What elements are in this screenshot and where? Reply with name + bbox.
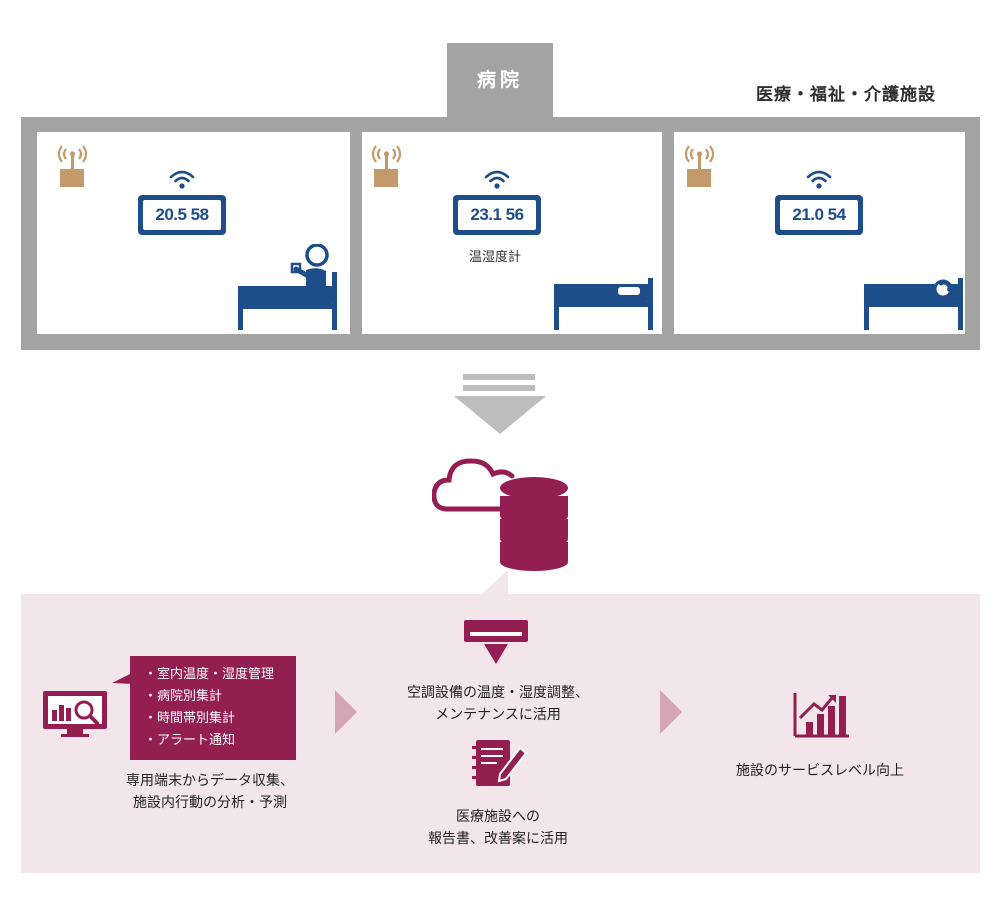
callout-item: アラート通知 [144,730,274,752]
reading-display: 23.1 56 [458,200,536,230]
text-line: メンテナンスに活用 [435,707,561,723]
reading-display: 21.0 54 [780,200,858,230]
panel-pointer [480,570,508,596]
device-label: 温湿度計 [468,250,521,265]
text-line: 報告書、改善案に活用 [428,831,568,847]
callout-item: 時間帯別集計 [144,708,274,730]
report-description: 医療施設への 報告書、改善案に活用 [368,806,628,850]
text-line: 医療施設への [456,809,540,825]
text-line: 施設内行動の分析・予測 [133,795,287,811]
thermo-hygrometer-room-3: 21.0 54 [775,195,863,235]
down-arrow-icon [454,374,546,434]
growth-chart-icon [793,693,849,738]
antenna-icon [684,145,715,187]
chevron-right-icon [335,690,357,734]
bed-lying-person-icon [864,278,963,330]
facility-label: 医療・福祉・介護施設 [756,85,936,105]
bed-sitting-person-icon [238,244,337,330]
cloud-database-icon [432,458,568,571]
hospital-tab: 病院 [447,43,553,120]
callout-item: 病院別集計 [144,686,274,708]
text-line: 空調設備の温度・湿度調整、 [407,685,589,701]
antenna-icon [57,145,88,187]
reading-display: 20.5 58 [143,200,221,230]
report-notebook-icon [472,740,528,786]
thermo-hygrometer-room-2: 23.1 56 [453,195,541,235]
wifi-icon [484,170,510,189]
thermo-hygrometer-room-1: 20.5 58 [138,195,226,235]
text-line: 専用端末からデータ収集、 [126,773,294,789]
antenna-icon [371,145,402,187]
callout-tail [112,672,134,684]
callout-list: 室内温度・湿度管理 病院別集計 時間帯別集計 アラート通知 [144,664,274,752]
wifi-icon [169,170,195,189]
chevron-right-icon [660,690,682,734]
air-conditioner-icon [464,620,528,664]
monitor-analytics-icon [43,691,107,737]
empty-bed-icon [554,278,653,330]
aircon-description: 空調設備の温度・湿度調整、 メンテナンスに活用 [368,682,628,726]
callout-item: 室内温度・湿度管理 [144,664,274,686]
terminal-description: 専用端末からデータ収集、 施設内行動の分析・予測 [80,770,340,814]
wifi-icon [806,170,832,189]
outcome-description: 施設のサービスレベル向上 [736,763,904,779]
